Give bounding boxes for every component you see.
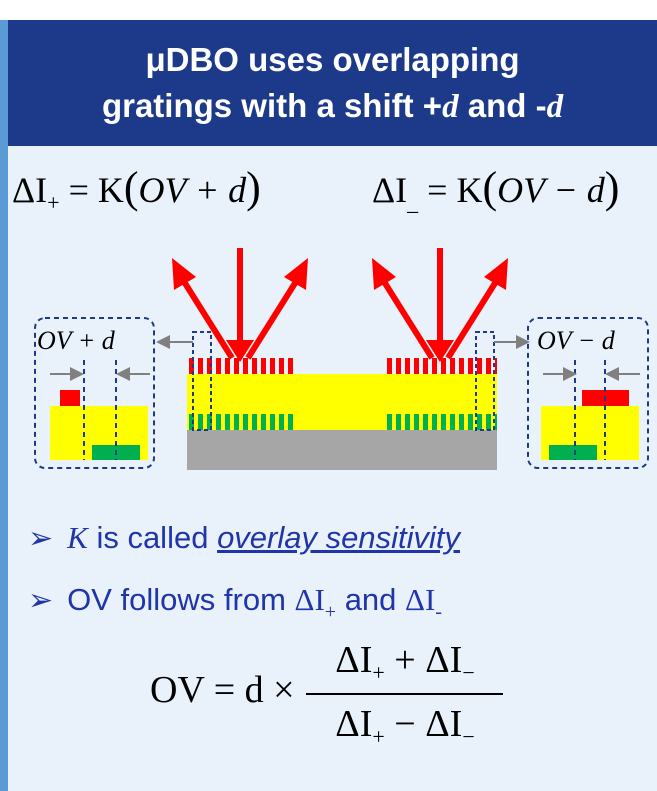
- title-var-d-minus: d: [546, 89, 564, 125]
- title-line-1: μDBO uses overlapping: [145, 41, 520, 78]
- pointer-left-head: [156, 335, 170, 349]
- bullet-1-text: is called: [87, 520, 218, 555]
- left-inset-border: [34, 317, 155, 469]
- bottom-grating-right: [387, 414, 497, 430]
- diffracted-arrow-left-b-head: [284, 258, 308, 290]
- layer-film: [187, 374, 497, 414]
- pointer-right-head: [516, 335, 530, 349]
- right-inset-label: OV − d: [537, 326, 615, 355]
- diffracted-arrow-right-a-head: [372, 258, 396, 290]
- title-line-2: gratings with a shift +d and -d: [8, 82, 657, 131]
- bullet-arrow-icon: ➢: [28, 584, 54, 617]
- substrate: [187, 430, 497, 470]
- diffracted-arrow-left-a: [180, 278, 235, 360]
- bullet-var-k: K: [67, 520, 88, 555]
- diffracted-arrow-right-b-head: [484, 258, 508, 290]
- left-inset-shift-a-head: [70, 367, 84, 381]
- ov-formula-numerator: ΔI+ + ΔI−: [335, 639, 475, 685]
- bullet-2-text: OV follows from: [67, 582, 295, 617]
- left-inset-top-bar: [60, 390, 80, 406]
- ov-formula-denominator: ΔI+ − ΔI−: [335, 703, 475, 749]
- top-margin: [0, 0, 657, 20]
- top-grating-right: [387, 358, 497, 374]
- incident-arrow-left-head: [226, 340, 254, 362]
- eq-minus-inner: OV − d: [497, 170, 605, 210]
- bullet-ov-follows: ➢ OV follows from ΔI+ and ΔI-: [28, 582, 442, 624]
- right-inset-shift-a-head: [563, 367, 577, 381]
- eq-minus-sub: _: [407, 190, 419, 215]
- left-accent-bar: [0, 20, 8, 791]
- ov-formula-lhs: OV = d ×: [150, 669, 295, 711]
- right-light-arrows: [372, 248, 508, 362]
- equation-minus: ΔI_ = K(OV − d): [372, 163, 620, 215]
- eq-minus-k: = K: [418, 170, 483, 210]
- eq-plus-delta-i: ΔI: [12, 170, 48, 210]
- diffracted-arrow-left-b: [245, 278, 300, 360]
- diffracted-arrow-left-a-head: [172, 258, 196, 290]
- zoom-region-right: [475, 331, 495, 431]
- bullet-2-and: and: [336, 582, 406, 617]
- eq-plus-k: = K: [59, 170, 124, 210]
- title-var-d-plus: d: [442, 89, 459, 125]
- bullet-2-delta-minus: ΔI-: [405, 582, 442, 623]
- title-line-2-mid: and -: [458, 87, 547, 124]
- zoom-region-left: [192, 331, 212, 431]
- bullet-2-delta-plus: ΔI+: [294, 582, 337, 623]
- eq-plus-inner: OV + d: [138, 170, 247, 210]
- left-light-arrows: [172, 248, 308, 362]
- right-inset-border: [527, 317, 649, 469]
- bottom-grating-left: [187, 414, 297, 430]
- left-inset: [34, 317, 155, 469]
- incident-arrow-right-head: [426, 340, 454, 362]
- bullet-arrow-icon: ➢: [28, 522, 54, 555]
- diffracted-arrow-right-b: [445, 278, 500, 360]
- bullet-overlay-sensitivity: ➢ K is called overlay sensitivity: [28, 520, 460, 556]
- title-banner: μDBO uses overlapping gratings with a sh…: [8, 20, 657, 146]
- equation-plus: ΔI+ = K(OV + d): [12, 163, 261, 215]
- right-inset-shift-b-head: [605, 367, 619, 381]
- diffracted-arrow-right-a: [380, 278, 435, 360]
- top-grating-left: [187, 358, 297, 374]
- left-inset-shift-b-head: [116, 367, 130, 381]
- left-inset-label: OV + d: [37, 326, 115, 355]
- eq-plus-sub: +: [47, 190, 60, 215]
- right-inset: [527, 317, 649, 469]
- title-line-2-prefix: gratings with a shift +: [101, 87, 443, 124]
- overlay-sensitivity-link[interactable]: overlay sensitivity: [217, 520, 460, 555]
- right-inset-bottom-bar: [549, 445, 597, 460]
- eq-minus-delta-i: ΔI: [372, 170, 408, 210]
